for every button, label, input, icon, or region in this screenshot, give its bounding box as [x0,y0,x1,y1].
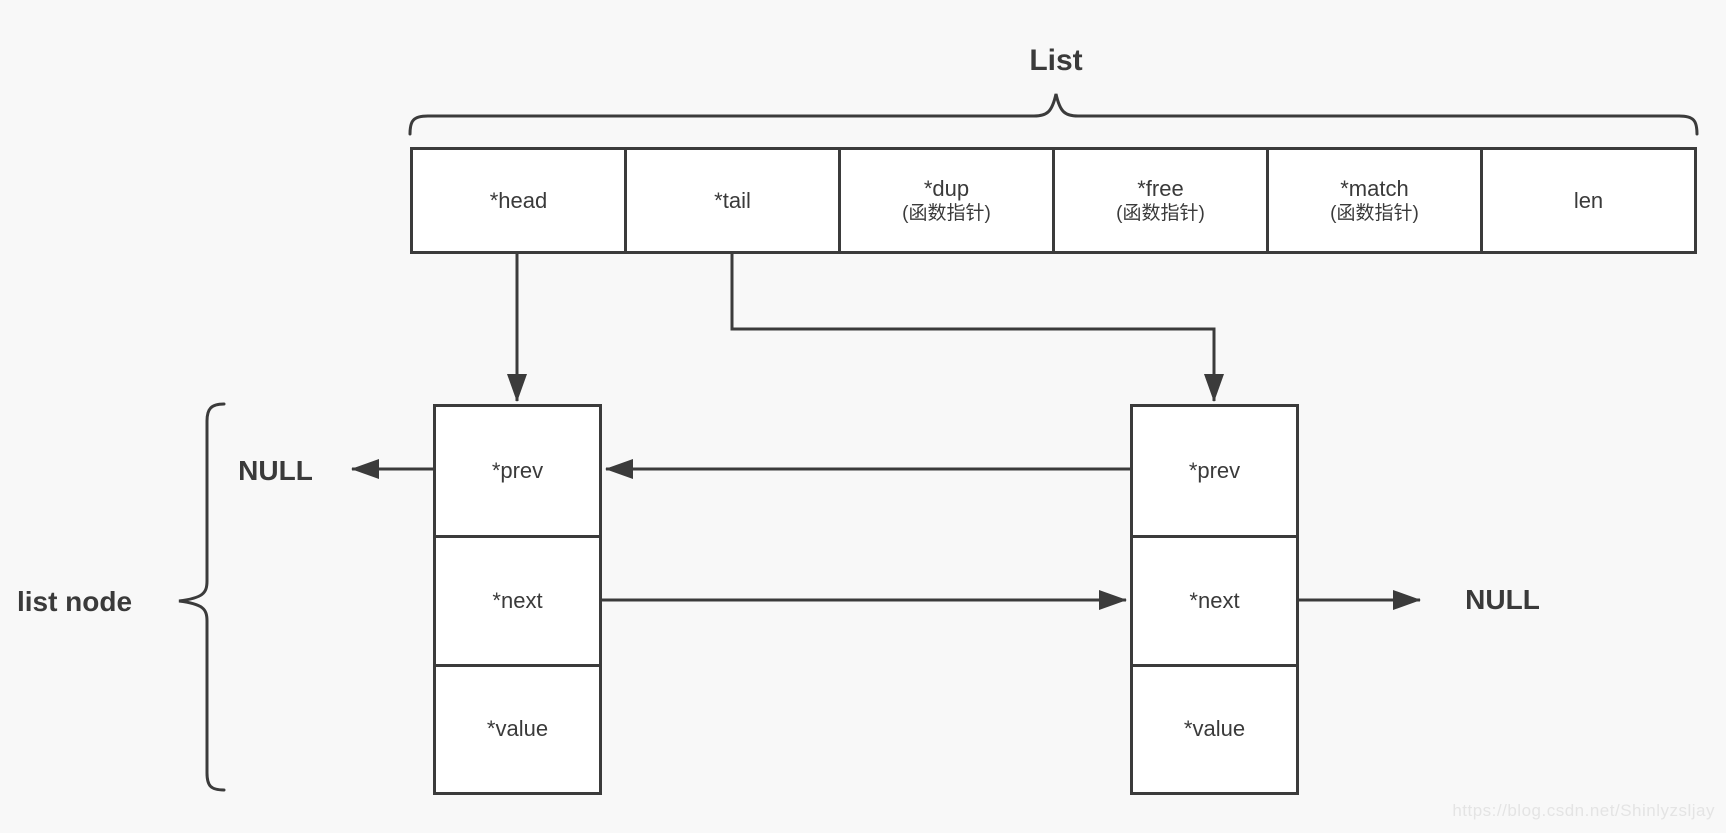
cell-tail: *tail [624,150,838,251]
node2-next-label: *next [1189,587,1240,613]
cell-dup-sub: (函数指针) [902,202,991,224]
cell-dup: *dup (函数指针) [838,150,1052,251]
node1-next-field: *next [436,535,599,664]
node2-prev-field: *prev [1133,407,1296,536]
node1-prev-label: *prev [491,458,544,484]
list-title: List [1029,44,1083,77]
cell-tail-label: *tail [714,187,751,213]
cell-len: len [1480,150,1694,251]
node1-next-label: *next [492,587,543,613]
node1-prev-field: *prev [436,407,599,536]
node2-value-field: *value [1133,663,1296,792]
node1-value-field: *value [436,663,599,792]
null-label-right: NULL [1465,584,1540,615]
cell-head: *head [413,150,624,251]
cell-free-label: *free [1137,175,1184,201]
node2-next-field: *next [1133,535,1296,664]
cell-match-label: *match [1340,175,1409,201]
list-node-2: *prev *next *value [1130,404,1299,795]
list-node-1: *prev *next *value [433,404,602,795]
arrow-tail-to-node2 [730,254,1224,402]
cell-dup-label: *dup [923,175,970,201]
cell-free-sub: (函数指针) [1116,202,1205,224]
list-struct-table: *head *tail *dup (函数指针) *free (函数指针) *ma… [410,147,1697,254]
cell-head-label: *head [489,187,548,213]
node2-prev-label: *prev [1188,458,1241,484]
list-node-brace [178,402,226,792]
cell-len-label: len [1573,187,1604,213]
null-label-left: NULL [238,455,313,486]
cell-match-sub: (函数指针) [1330,202,1419,224]
list-node-label: list node [16,586,133,617]
node1-value-label: *value [486,716,549,742]
top-brace [408,93,1699,136]
node2-value-label: *value [1183,716,1246,742]
watermark: https://blog.csdn.net/Shinlyzsljay [1452,801,1715,820]
cell-free: *free (函数指针) [1052,150,1266,251]
cell-match: *match (函数指针) [1266,150,1480,251]
